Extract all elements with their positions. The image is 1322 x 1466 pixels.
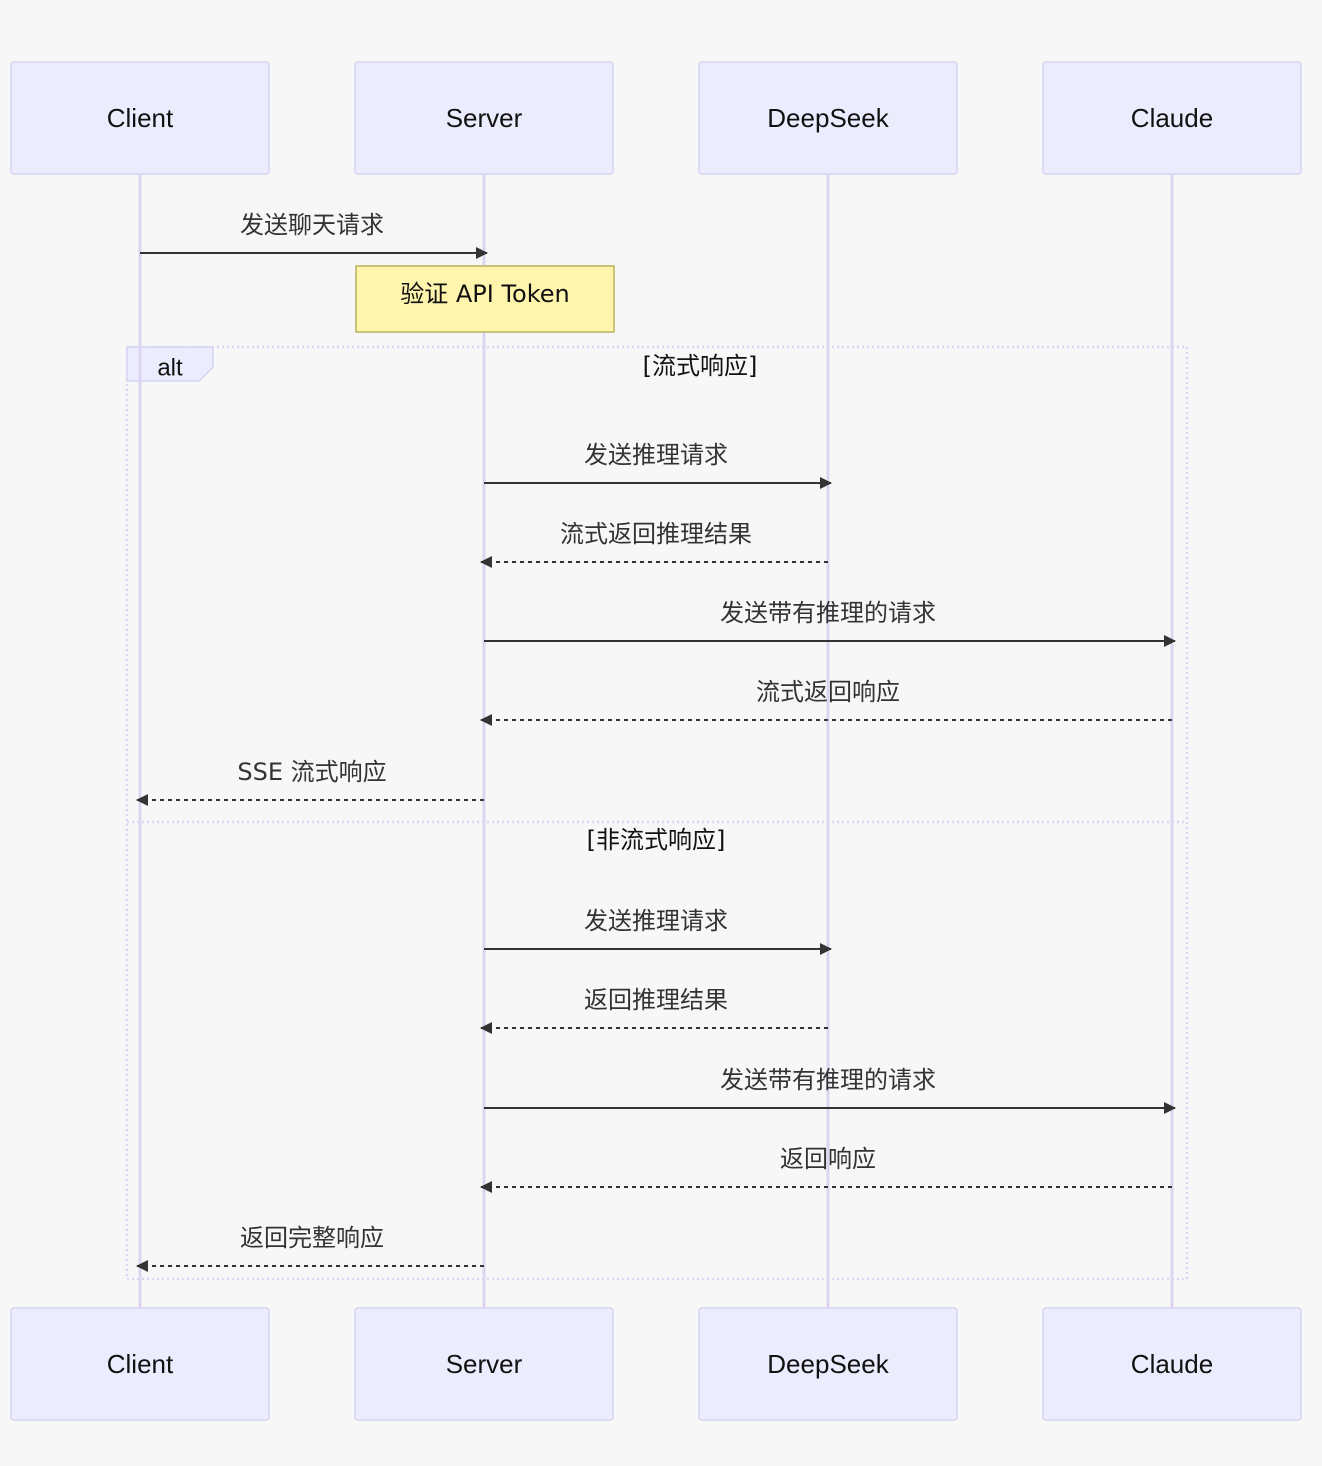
actor-server-top: Server <box>354 61 614 175</box>
alt-condition-2: [非流式响应] <box>587 826 726 854</box>
message-label: 返回推理结果 <box>584 986 728 1014</box>
message-1: 发送聊天请求 <box>140 211 488 259</box>
actor-client-bottom: Client <box>10 1307 270 1421</box>
message-10: 返回响应 <box>480 1145 1172 1193</box>
actor-claude-top: Claude <box>1042 61 1302 175</box>
actor-box <box>1042 1307 1302 1421</box>
message-label: 返回完整响应 <box>240 1224 384 1252</box>
message-label: 流式返回响应 <box>756 678 900 706</box>
actor-box <box>354 61 614 175</box>
actor-label: Client <box>107 1349 174 1379</box>
message-label: SSE 流式响应 <box>237 758 386 786</box>
message-label: 返回响应 <box>780 1145 876 1173</box>
actor-box <box>698 1307 958 1421</box>
actor-label: DeepSeek <box>767 1349 889 1379</box>
actor-label: DeepSeek <box>767 103 889 133</box>
alt-label: alt <box>157 355 183 382</box>
message-8: 返回推理结果 <box>480 986 828 1034</box>
message-label: 发送聊天请求 <box>240 211 384 239</box>
actor-box <box>354 1307 614 1421</box>
actor-client-top: Client <box>10 61 270 175</box>
actor-box <box>698 61 958 175</box>
message-2: 发送推理请求 <box>484 441 832 489</box>
message-7: 发送推理请求 <box>484 907 832 955</box>
message-label: 发送推理请求 <box>584 907 728 935</box>
actor-label: Server <box>446 1349 523 1379</box>
actor-claude-bottom: Claude <box>1042 1307 1302 1421</box>
message-label: 发送带有推理的请求 <box>720 599 936 627</box>
actor-label: Server <box>446 103 523 133</box>
alt-frame-border <box>125 345 1189 1281</box>
note-verify-token: 验证 API Token <box>355 265 615 333</box>
alt-label-box <box>126 346 214 382</box>
actor-deepseek-top: DeepSeek <box>698 61 958 175</box>
alt-frame: alt [流式响应] [非流式响应] <box>125 345 1189 1281</box>
message-label: 发送带有推理的请求 <box>720 1066 936 1094</box>
message-6: SSE 流式响应 <box>136 758 484 806</box>
message-4: 发送带有推理的请求 <box>484 599 1176 647</box>
actor-box <box>10 1307 270 1421</box>
actor-deepseek-bottom: DeepSeek <box>698 1307 958 1421</box>
message-label: 发送推理请求 <box>584 441 728 469</box>
actor-label: Client <box>107 103 174 133</box>
actor-box <box>1042 61 1302 175</box>
note-text: 验证 API Token <box>400 280 570 308</box>
note-box <box>355 265 615 333</box>
message-11: 返回完整响应 <box>136 1224 484 1272</box>
message-5: 流式返回响应 <box>480 678 1172 726</box>
alt-condition-1: [流式响应] <box>643 352 758 380</box>
actor-box <box>10 61 270 175</box>
message-label: 流式返回推理结果 <box>560 520 752 548</box>
actor-label: Claude <box>1131 103 1213 133</box>
message-9: 发送带有推理的请求 <box>484 1066 1176 1114</box>
actor-label: Claude <box>1131 1349 1213 1379</box>
message-3: 流式返回推理结果 <box>480 520 828 568</box>
actor-server-bottom: Server <box>354 1307 614 1421</box>
